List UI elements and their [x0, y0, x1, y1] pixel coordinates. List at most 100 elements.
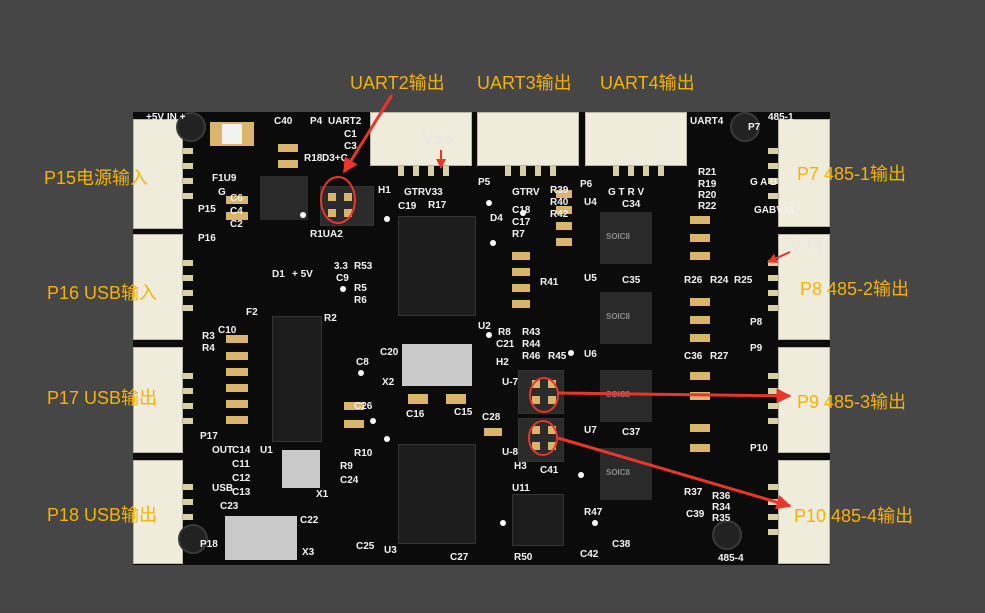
label-uart2: UART2输出 — [350, 73, 445, 93]
silk-p6: P6 — [580, 179, 593, 190]
silk-d4: D4 — [490, 213, 503, 224]
silk-f1u9: F1U9 — [212, 173, 237, 184]
silk-uart2: UART2 — [328, 116, 362, 127]
crystal-x1 — [282, 450, 320, 488]
silk-c16: C16 — [406, 409, 425, 420]
silk-5v-in: +5V IN + — [146, 112, 186, 123]
silk-c6: C6 — [230, 193, 243, 204]
silk-c35: C35 — [622, 275, 641, 286]
silk-c2: C2 — [230, 219, 243, 230]
highlight-circle-h1 — [320, 176, 356, 224]
silk-r22: R22 — [698, 201, 717, 212]
arrow-uart2 — [342, 94, 394, 174]
silk-r50: R50 — [514, 552, 533, 563]
connector-p7 — [778, 119, 830, 227]
silk-p5: P5 — [478, 177, 491, 188]
ic-u1 — [272, 316, 322, 442]
silk-c27: C27 — [450, 552, 469, 563]
silk-r20: R20 — [698, 190, 717, 201]
soic8-u4 — [600, 212, 652, 264]
silk-r37: R37 — [684, 487, 703, 498]
silk-c42: C42 — [580, 549, 599, 560]
silk-c28: C28 — [482, 412, 501, 423]
silk-r53: R53 — [354, 261, 373, 272]
silk-c4: C4 — [230, 206, 243, 217]
ic-u3 — [398, 444, 476, 544]
silk-r46: R46 — [522, 351, 541, 362]
inductor-x3 — [225, 516, 297, 560]
soic8-u6 — [600, 370, 652, 422]
label-p9: P9 485-3输出 — [797, 392, 907, 412]
silk-c24: C24 — [340, 475, 359, 486]
silk-c39: C39 — [686, 509, 705, 520]
silk-u7: U7 — [584, 425, 597, 436]
label-v33-top: V33 — [421, 128, 454, 148]
silk-c41: C41 — [540, 465, 559, 476]
label-p15: P15电源输入 — [44, 168, 149, 188]
silk-r1ua2: R1UA2 — [310, 229, 343, 240]
connector-p16 — [133, 234, 183, 340]
mounting-hole-bl — [178, 524, 208, 554]
silk-c34: C34 — [622, 199, 641, 210]
silk-r47: R47 — [584, 507, 603, 518]
ic-u2 — [398, 216, 476, 316]
silk-out: OUT — [212, 445, 234, 456]
silk-r10: R10 — [354, 448, 373, 459]
silk-r24: R24 — [710, 275, 729, 286]
silk-h1: H1 — [378, 185, 391, 196]
silk-h2: H2 — [496, 357, 509, 368]
silk-r19: R19 — [698, 179, 717, 190]
silk-gabv33: GABV33 — [754, 205, 795, 216]
silk-c11: C11 — [232, 459, 250, 470]
silk-x1: X1 — [316, 489, 329, 500]
silk-soic8-u4: SOIC8 — [606, 232, 631, 241]
mounting-hole-tr — [730, 112, 760, 142]
connector-p8 — [778, 234, 830, 340]
silk-gtrv: GTRV — [512, 187, 540, 198]
silk-c26: C26 — [354, 401, 373, 412]
silk-gab: G A B — [750, 177, 778, 188]
silk-r17: R17 — [428, 200, 447, 211]
silk-r2: R2 — [324, 313, 337, 324]
silk-c10: C10 — [218, 325, 237, 336]
silk-soic8-u7: SOIC8 — [606, 468, 631, 477]
silk-d1: D1 — [272, 269, 285, 280]
silk-u6: U6 — [584, 349, 597, 360]
silk-r21: R21 — [698, 167, 717, 178]
capacitor-x2 — [402, 344, 472, 386]
silk-c17: C17 — [512, 217, 531, 228]
label-p7: P7 485-1输出 — [797, 164, 907, 184]
silk-p4: P4 — [310, 116, 323, 127]
silk-c1: C1 — [344, 129, 357, 140]
silk-p17: P17 — [200, 431, 218, 442]
ic-u11 — [512, 494, 564, 546]
arrow-p10 — [557, 436, 792, 510]
silk-gtrv33: GTRV33 — [404, 187, 443, 198]
silk-c25: C25 — [356, 541, 375, 552]
connector-p15 — [133, 119, 183, 229]
silk-r39: R39 — [550, 185, 569, 196]
connector-uart2 — [370, 112, 472, 166]
label-uart4: UART4输出 — [600, 73, 695, 93]
silk-u3: U3 — [384, 545, 397, 556]
mounting-hole-tl — [176, 112, 206, 142]
silk-c13: C13 — [232, 487, 251, 498]
mounting-hole-br — [712, 520, 742, 550]
silk-gtrv-sp: G T R V — [608, 187, 645, 198]
label-p17: P17 USB输出 — [47, 388, 158, 408]
silk-p7: P7 — [748, 122, 761, 133]
silk-g: G — [218, 187, 226, 198]
silk-r27: R27 — [710, 351, 729, 362]
silk-p18: P18 — [200, 539, 218, 550]
silk-p16: P16 — [198, 233, 216, 244]
silk-p9: P9 — [750, 343, 763, 354]
connector-uart4 — [585, 112, 687, 166]
silk-r43: R43 — [522, 327, 541, 338]
silk-usb: USB — [212, 483, 234, 494]
label-uart3: UART3输出 — [477, 73, 572, 93]
silk-c23: C23 — [220, 501, 239, 512]
label-p10: P10 485-4输出 — [794, 506, 914, 526]
silk-485-4: 485-4 — [718, 553, 744, 564]
highlight-circle-h3 — [528, 420, 558, 456]
